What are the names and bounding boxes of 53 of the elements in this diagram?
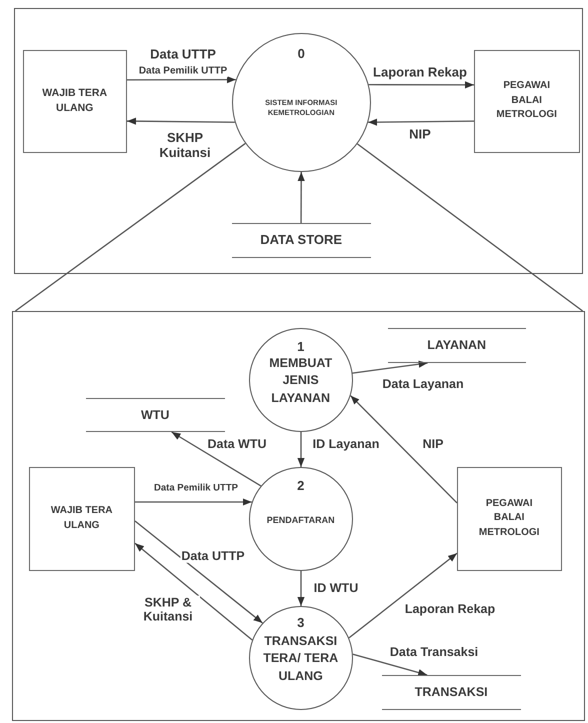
store-label: DATA STORE (260, 230, 342, 249)
entity-box (456, 466, 562, 571)
arrow (297, 432, 305, 467)
entity-label: PEGAWAI BALAI METROLOGI (495, 79, 558, 122)
process-number: 0 (296, 46, 306, 61)
arrow (348, 552, 458, 638)
arrow (368, 118, 474, 126)
arrow (352, 360, 428, 374)
process-circle (232, 32, 371, 172)
data-store (388, 328, 526, 363)
edge-label: ID WTU (312, 580, 360, 596)
process-label: PENDAFTARAN (266, 514, 336, 526)
store-label: WTU (140, 406, 170, 424)
flow-label: Data Pemilik UTTP (138, 65, 228, 77)
edge-label: Data WTU (206, 436, 268, 452)
connector-line (14, 142, 246, 312)
entity-box (22, 50, 127, 153)
data-store (232, 222, 371, 258)
arrow (350, 395, 458, 504)
entity-box (474, 50, 580, 153)
process-label: MEMBUAT JENIS LAYANAN (268, 354, 334, 407)
data-store (382, 674, 521, 710)
process-number: 1 (296, 338, 306, 354)
connector-line (356, 143, 584, 312)
edge-label: Laporan Rekap (372, 66, 468, 80)
entity-box (28, 466, 135, 571)
edge-label: Laporan Rekap (404, 602, 496, 616)
arrow (127, 118, 235, 125)
process-circle (248, 328, 353, 432)
arrow (171, 431, 262, 486)
entity-label: PEGAWAI BALAI METROLOGI (478, 496, 540, 540)
store-label: LAYANAN (427, 337, 486, 354)
edge-label: Data UTTP (180, 548, 246, 564)
edge-label: Data Transaksi (388, 644, 480, 660)
process-circle (248, 606, 353, 710)
arrow (134, 542, 253, 641)
data-store (86, 398, 225, 432)
arrow (134, 520, 263, 624)
arrow (127, 76, 236, 84)
process-circle (248, 466, 353, 571)
process-number: 2 (296, 478, 306, 493)
entity-label: WAJIB TERA ULANG (41, 86, 108, 116)
arrow (352, 654, 428, 676)
entity-label: WAJIB TERA ULANG (50, 504, 114, 533)
process-number: 3 (296, 614, 306, 630)
arrow (368, 81, 474, 88)
edge-label: ID Layanan (312, 436, 380, 452)
arrow (298, 172, 305, 223)
edge-label: Data Layanan (381, 376, 465, 392)
arrow (297, 571, 305, 606)
process-label: TRANSAKSI TERA/ TERA ULANG (262, 632, 340, 685)
arrow (135, 498, 252, 506)
store-label: TRANSAKSI (414, 684, 488, 702)
